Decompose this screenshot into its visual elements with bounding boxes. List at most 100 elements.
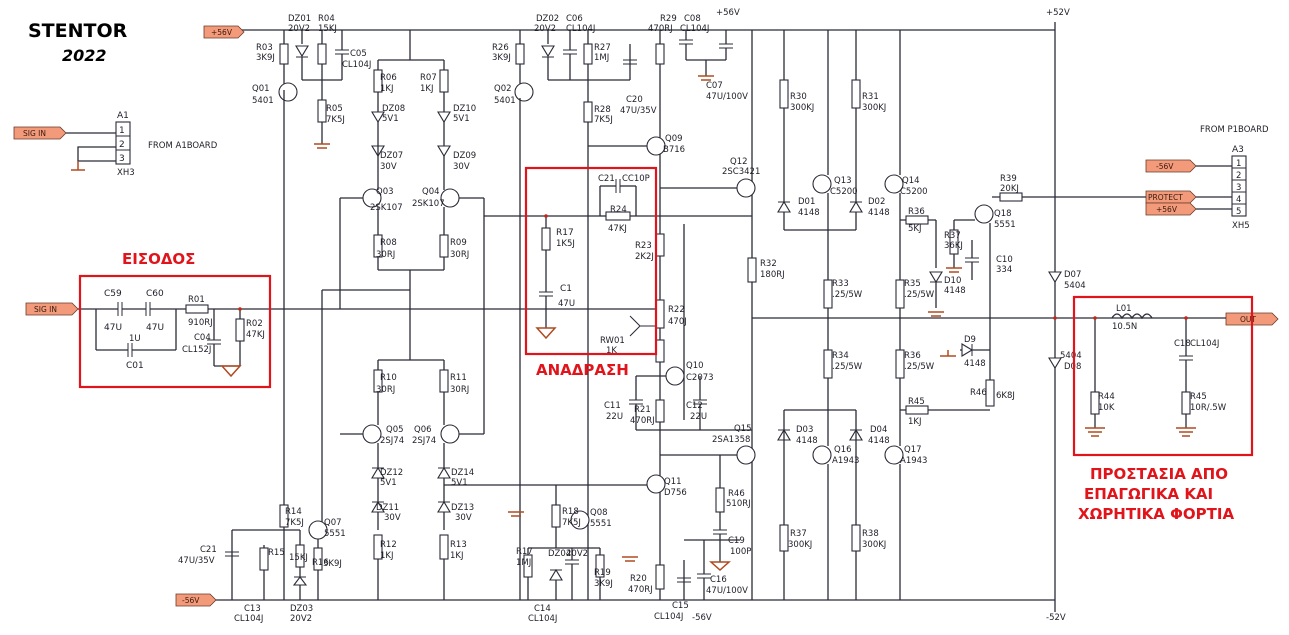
connector-a1: 1 2 3 A1 XH3 FROM A1BOARD [66,111,218,178]
r08-label: R08 [380,238,397,248]
r39-label: R39 [1000,174,1017,184]
r23-label: R23 [635,241,652,251]
rw01-label: RW01 [600,336,625,346]
a1-label: FROM A1BOARD [148,141,218,151]
c11-label: 22U [606,412,623,422]
net-tag-sig-in-a1: SIG IN [13,126,67,140]
a3-label: 3 [1236,183,1241,193]
protect-label: PROTECT [1148,193,1183,202]
c60-label: 47U [146,323,164,333]
output-stage [777,30,1062,600]
r11-label: 30RJ [450,385,469,395]
r45b-label: 1KJ [908,417,922,427]
q10-label: Q10 [686,361,704,371]
r22-label: R22 [668,305,685,315]
r35-label: .25/5W [904,290,935,300]
c16-label: 47U/100V [706,586,748,596]
c21-label: CC10P [622,174,650,184]
input-stage [278,30,485,600]
r12-label: 1KJ [380,551,394,561]
r02-label: 47KJ [246,330,265,340]
r31-label: 300KJ [862,103,886,113]
q08-label: Q08 [590,508,608,518]
q17-label: A1943 [900,456,927,466]
q08-q11-group [508,455,740,600]
r32-label: R32 [760,259,777,269]
protection-annotation-line2: ΕΠΑΓΩΓΙΚΑ ΚΑΙ [1084,485,1213,503]
r05-label: 7K5J [326,115,345,125]
r24-label: 47KJ [608,224,627,234]
dz10-label: DZ10 [453,104,476,114]
r21-label: R21 [634,405,651,415]
r04-label: 15KJ [318,24,337,34]
c20-label: C20 [626,95,643,105]
c01-label: C01 [126,361,144,371]
r34-label: .25/5W [832,362,863,372]
q09-label: Q09 [665,134,683,144]
c16-label: C16 [710,575,727,585]
r39-label: 20KJ [1000,184,1019,194]
r26-label: 3K9J [492,53,511,63]
rail-label-plus56-c08: +56V [716,8,740,18]
q02-label: Q02 [494,84,512,94]
r21-label: 470RJ [630,416,655,426]
dz04-label: 20V2 [566,549,588,559]
plus56-top-left-label: +56V [211,28,233,37]
r23-label: 2K2J [635,252,654,262]
q03-label: 2SK107 [370,203,403,213]
r19-label: R19 [594,568,611,578]
c14-label: CL104J [528,614,557,624]
r14-label: 7K5J [285,518,304,528]
r17f-label: 1K5J [556,239,575,249]
q05-label: Q05 [386,425,404,435]
a1-label: XH3 [117,168,135,178]
c20-label: 47U/35V [620,106,657,116]
r35-label: R35 [904,279,921,289]
c10-label: C10 [996,255,1013,265]
r26-label: R26 [492,43,509,53]
r32-label: 180RJ [760,270,785,280]
r45-label: 10R/.5W [1190,403,1227,413]
net-tag-plus56-a3: +56V [1145,202,1197,216]
r13-label: R13 [450,540,467,550]
r03-label: R03 [256,43,273,53]
q08-label: 5551 [590,519,612,529]
r46a-label: R46 [728,489,745,499]
c18-label: C18 [1174,339,1191,349]
r16-label: R16 [312,558,329,568]
r17-label: R17 [516,547,533,557]
minus56-bottom-left-label: -56V [182,596,200,605]
a1-label: 1 [119,126,125,136]
lower-stage [340,216,660,600]
q18-label: 5551 [994,220,1016,230]
connector-a3: 1 2 3 4 5 A3 XH5 FROM P1BOARD [1022,125,1269,231]
c18-label: CL104J [1190,339,1219,349]
r37b-label: R37 [944,231,961,241]
r07-label: 1KJ [420,84,434,94]
c11-label: C11 [604,401,621,411]
d01-label: D01 [798,197,815,207]
l01-label: 10.5N [1112,322,1137,332]
r30-label: R30 [790,92,807,102]
d10-label: 4148 [944,286,966,296]
q13-label: Q13 [834,176,852,186]
input-highlight-box [78,274,272,389]
r46b-label: R46 [970,388,987,398]
q07-label: 5551 [324,529,346,539]
brand-year: 2022 [62,46,107,65]
d04-label: D04 [870,425,887,435]
c05-label: CL104J [342,60,371,70]
r37b-label: 36KJ [944,241,963,251]
r20-label: R20 [630,574,647,584]
c21b-label: 47U/35V [178,556,215,566]
r46b-label: 6K8J [996,391,1015,401]
r46a-label: 510RJ [726,499,751,509]
protection-annotation-line1: ΠΡΟΣΤΑΣΙΑ ΑΠΟ [1090,465,1228,483]
dz12-label: DZ12 [380,468,403,478]
r03-label: 3K9J [256,53,275,63]
r04-label: R04 [318,14,335,24]
d07-label: 5404 [1064,281,1086,291]
c12-label: 22U [690,412,707,422]
r37-label: R37 [790,529,807,539]
sig-in-main-label: SIG IN [34,305,57,314]
